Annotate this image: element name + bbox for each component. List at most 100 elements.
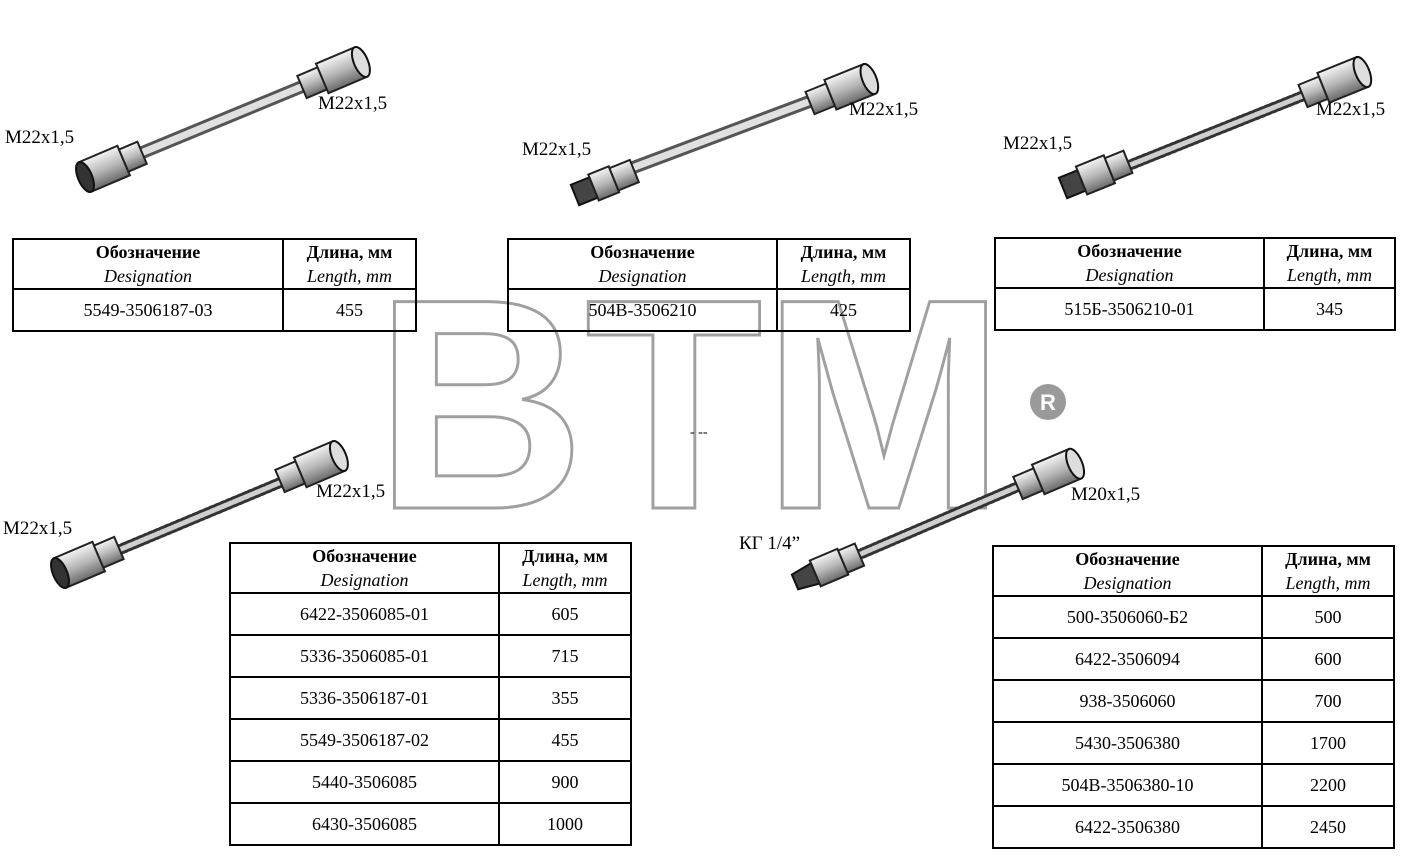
braided-hose-illustration-4	[50, 439, 349, 590]
designation-header: Обозначение Designation	[12, 238, 284, 290]
length-cell: 715	[498, 634, 632, 678]
designation-header-en: Designation	[598, 266, 687, 286]
table-header-row: Обозначение Designation Длина, мм Length…	[229, 542, 632, 594]
designation-cell: 504В-3506210	[507, 288, 778, 332]
designation-header: Обозначение Designation	[229, 542, 500, 594]
length-header-ru: Длина, мм	[306, 242, 393, 262]
length-header: Длина, мм Length, mm	[1263, 237, 1396, 289]
hose-1-left-thread-label: M22x1,5	[5, 127, 75, 148]
table-row: 515Б-3506210-01 345	[994, 287, 1396, 331]
designation-header: Обозначение Designation	[507, 238, 778, 290]
length-header-ru: Длина, мм	[522, 546, 608, 566]
designation-header-en: Designation	[320, 570, 409, 590]
table-header-row: Обозначение Designation Длина, мм Length…	[992, 545, 1395, 597]
spec-table-4: Обозначение Designation Длина, мм Length…	[229, 542, 632, 846]
length-header-ru: Длина, мм	[1286, 241, 1373, 261]
length-header-en: Length, mm	[1287, 265, 1372, 285]
hose-4-left-thread-label: M22x1,5	[3, 518, 73, 539]
designation-cell: 5549-3506187-03	[12, 288, 284, 332]
braided-hose-illustration-5	[790, 447, 1086, 591]
designation-cell: 6422-3506094	[992, 637, 1263, 681]
length-header-en: Length, mm	[522, 570, 608, 590]
length-cell: 700	[1261, 679, 1395, 723]
hose-2-right-thread-label: M22x1,5	[849, 99, 919, 120]
designation-header-ru: Обозначение	[590, 242, 695, 262]
designation-header-ru: Обозначение	[1075, 549, 1180, 569]
designation-cell: 938-3506060	[992, 679, 1263, 723]
hose-5-left-thread-label: КГ 1/4”	[739, 533, 801, 554]
stray-mark: - --	[690, 425, 708, 440]
svg-text:R: R	[1040, 390, 1056, 415]
length-header: Длина, мм Length, mm	[282, 238, 417, 290]
designation-header-en: Designation	[1083, 573, 1172, 593]
length-cell: 455	[498, 718, 632, 762]
length-cell: 455	[282, 288, 417, 332]
hose-5-right-thread-label: M20x1,5	[1071, 484, 1141, 505]
table-row: 5549-3506187-03 455	[12, 288, 417, 332]
designation-header: Обозначение Designation	[992, 545, 1263, 597]
spec-table-2: Обозначение Designation Длина, мм Length…	[507, 238, 911, 332]
length-header: Длина, мм Length, mm	[498, 542, 632, 594]
length-header-ru: Длина, мм	[1285, 549, 1371, 569]
designation-cell: 5336-3506187-01	[229, 676, 500, 720]
designation-header: Обозначение Designation	[994, 237, 1265, 289]
designation-cell: 5430-3506380	[992, 721, 1263, 765]
length-cell: 900	[498, 760, 632, 804]
length-cell: 425	[776, 288, 911, 332]
length-cell: 500	[1261, 595, 1395, 639]
designation-cell: 5336-3506085-01	[229, 634, 500, 678]
spec-table-3: Обозначение Designation Длина, мм Length…	[994, 237, 1396, 331]
length-cell: 2200	[1261, 763, 1395, 807]
designation-header-ru: Обозначение	[1077, 241, 1182, 261]
hose-3-left-thread-label: M22x1,5	[1003, 133, 1073, 154]
spec-table-5: Обозначение Designation Длина, мм Length…	[992, 545, 1395, 849]
designation-cell: 500-3506060-Б2	[992, 595, 1263, 639]
length-header-en: Length, mm	[307, 266, 392, 286]
length-header-en: Length, mm	[1285, 573, 1371, 593]
straight-hose-illustration-2	[569, 62, 880, 207]
length-cell: 605	[498, 592, 632, 636]
length-header-en: Length, mm	[801, 266, 886, 286]
length-cell: 1700	[1261, 721, 1395, 765]
designation-cell: 6422-3506380	[992, 805, 1263, 849]
table-header-row: Обозначение Designation Длина, мм Length…	[12, 238, 417, 290]
hose-4-right-thread-label: M22x1,5	[316, 481, 386, 502]
designation-cell: 504В-3506380-10	[992, 763, 1263, 807]
length-header: Длина, мм Length, mm	[776, 238, 911, 290]
length-cell: 2450	[1261, 805, 1395, 849]
designation-cell: 6422-3506085-01	[229, 592, 500, 636]
table-header-row: Обозначение Designation Длина, мм Length…	[507, 238, 911, 290]
hose-3-right-thread-label: M22x1,5	[1316, 99, 1386, 120]
length-cell: 1000	[498, 802, 632, 846]
designation-header-en: Designation	[1085, 265, 1174, 285]
designation-cell: 515Б-3506210-01	[994, 287, 1265, 331]
designation-header-ru: Обозначение	[312, 546, 417, 566]
designation-cell: 5440-3506085	[229, 760, 500, 804]
spec-table-1: Обозначение Designation Длина, мм Length…	[12, 238, 417, 332]
hose-2-left-thread-label: M22x1,5	[522, 139, 592, 160]
table-row: 504В-3506210 425	[507, 288, 911, 332]
designation-cell: 6430-3506085	[229, 802, 500, 846]
designation-cell: 5549-3506187-02	[229, 718, 500, 762]
table-header-row: Обозначение Designation Длина, мм Length…	[994, 237, 1396, 289]
length-cell: 345	[1263, 287, 1396, 331]
straight-hose-illustration-1	[75, 45, 371, 194]
length-cell: 600	[1261, 637, 1395, 681]
designation-header-en: Designation	[104, 266, 192, 286]
length-cell: 355	[498, 676, 632, 720]
hose-1-right-thread-label: M22x1,5	[318, 93, 388, 114]
braided-hose-illustration-3	[1057, 55, 1373, 200]
length-header-ru: Длина, мм	[800, 242, 887, 262]
